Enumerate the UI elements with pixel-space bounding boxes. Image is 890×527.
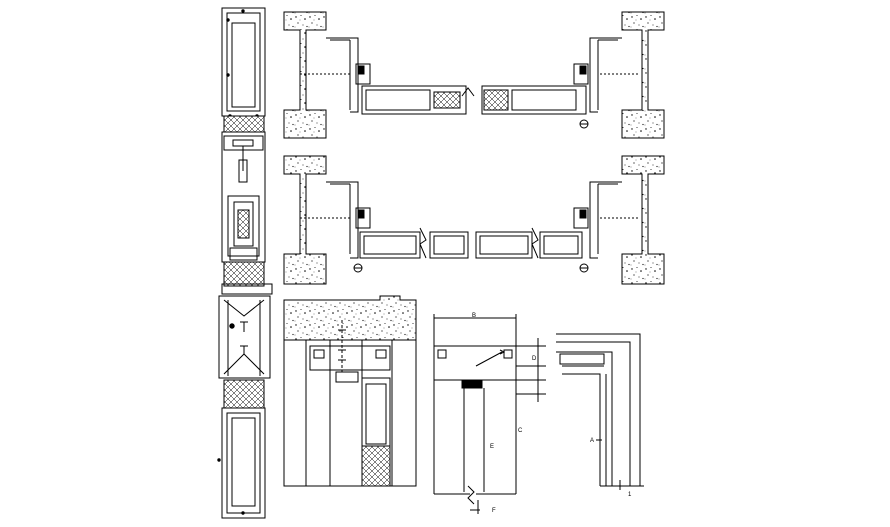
- frame-detail-b: A 1: [556, 333, 644, 498]
- bottom-panel: [217, 407, 266, 519]
- dim-label-e: E: [490, 444, 494, 450]
- plan-detail-row-1: [283, 11, 665, 139]
- top-panel: [221, 7, 266, 118]
- dim-label-a: A: [590, 438, 594, 444]
- lower-fitting: [218, 295, 271, 379]
- dim-label-f: F: [492, 508, 496, 514]
- frame-detail-a: B F E C D: [433, 313, 546, 514]
- dim-label-1: 1: [628, 492, 632, 498]
- head-section-detail: [283, 295, 417, 487]
- dim-label-c: C: [518, 428, 523, 434]
- middle-assembly: [221, 131, 266, 263]
- vertical-section-strip: [217, 7, 273, 519]
- dim-label-b: B: [472, 313, 476, 319]
- dim-label-d: D: [532, 356, 537, 362]
- plan-detail-row-2: [283, 155, 665, 285]
